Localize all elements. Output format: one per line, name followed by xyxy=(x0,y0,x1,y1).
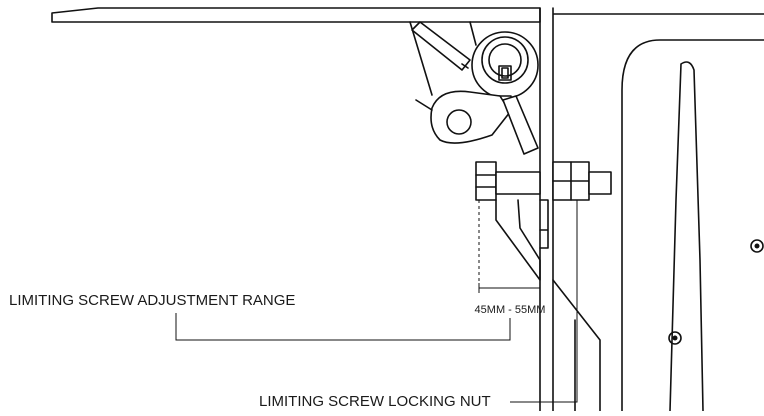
lever-pin xyxy=(461,63,469,69)
dimension-label: 45MM - 55MM xyxy=(475,304,546,316)
locking-nut-leader xyxy=(510,200,578,403)
rail-slot xyxy=(669,61,704,412)
locking-nut-label: LIMITING SCREW LOCKING NUT xyxy=(259,393,491,410)
plate-slot xyxy=(539,199,549,249)
adjustment-range-label: LIMITING SCREW ADJUSTMENT RANGE xyxy=(9,292,295,309)
housing-outer-frame xyxy=(539,7,764,412)
link-arm xyxy=(502,95,539,155)
lower-bracket xyxy=(495,199,541,281)
dimension-marker xyxy=(478,200,541,293)
lever-bar xyxy=(411,21,471,71)
housing-inner-panel xyxy=(621,39,764,412)
housing-screw-rail xyxy=(668,331,682,345)
adjustment-range-leader xyxy=(175,313,511,341)
support-bevel xyxy=(552,279,601,412)
table-plate xyxy=(51,7,541,23)
swing-arm-tab xyxy=(415,99,433,111)
limiting-screw xyxy=(475,161,541,201)
swing-arm-hole xyxy=(446,109,472,135)
housing-screw-right xyxy=(750,239,764,253)
bracket-arm xyxy=(409,21,477,96)
cam-hub xyxy=(471,31,539,105)
locking-nut-assembly xyxy=(552,161,612,201)
